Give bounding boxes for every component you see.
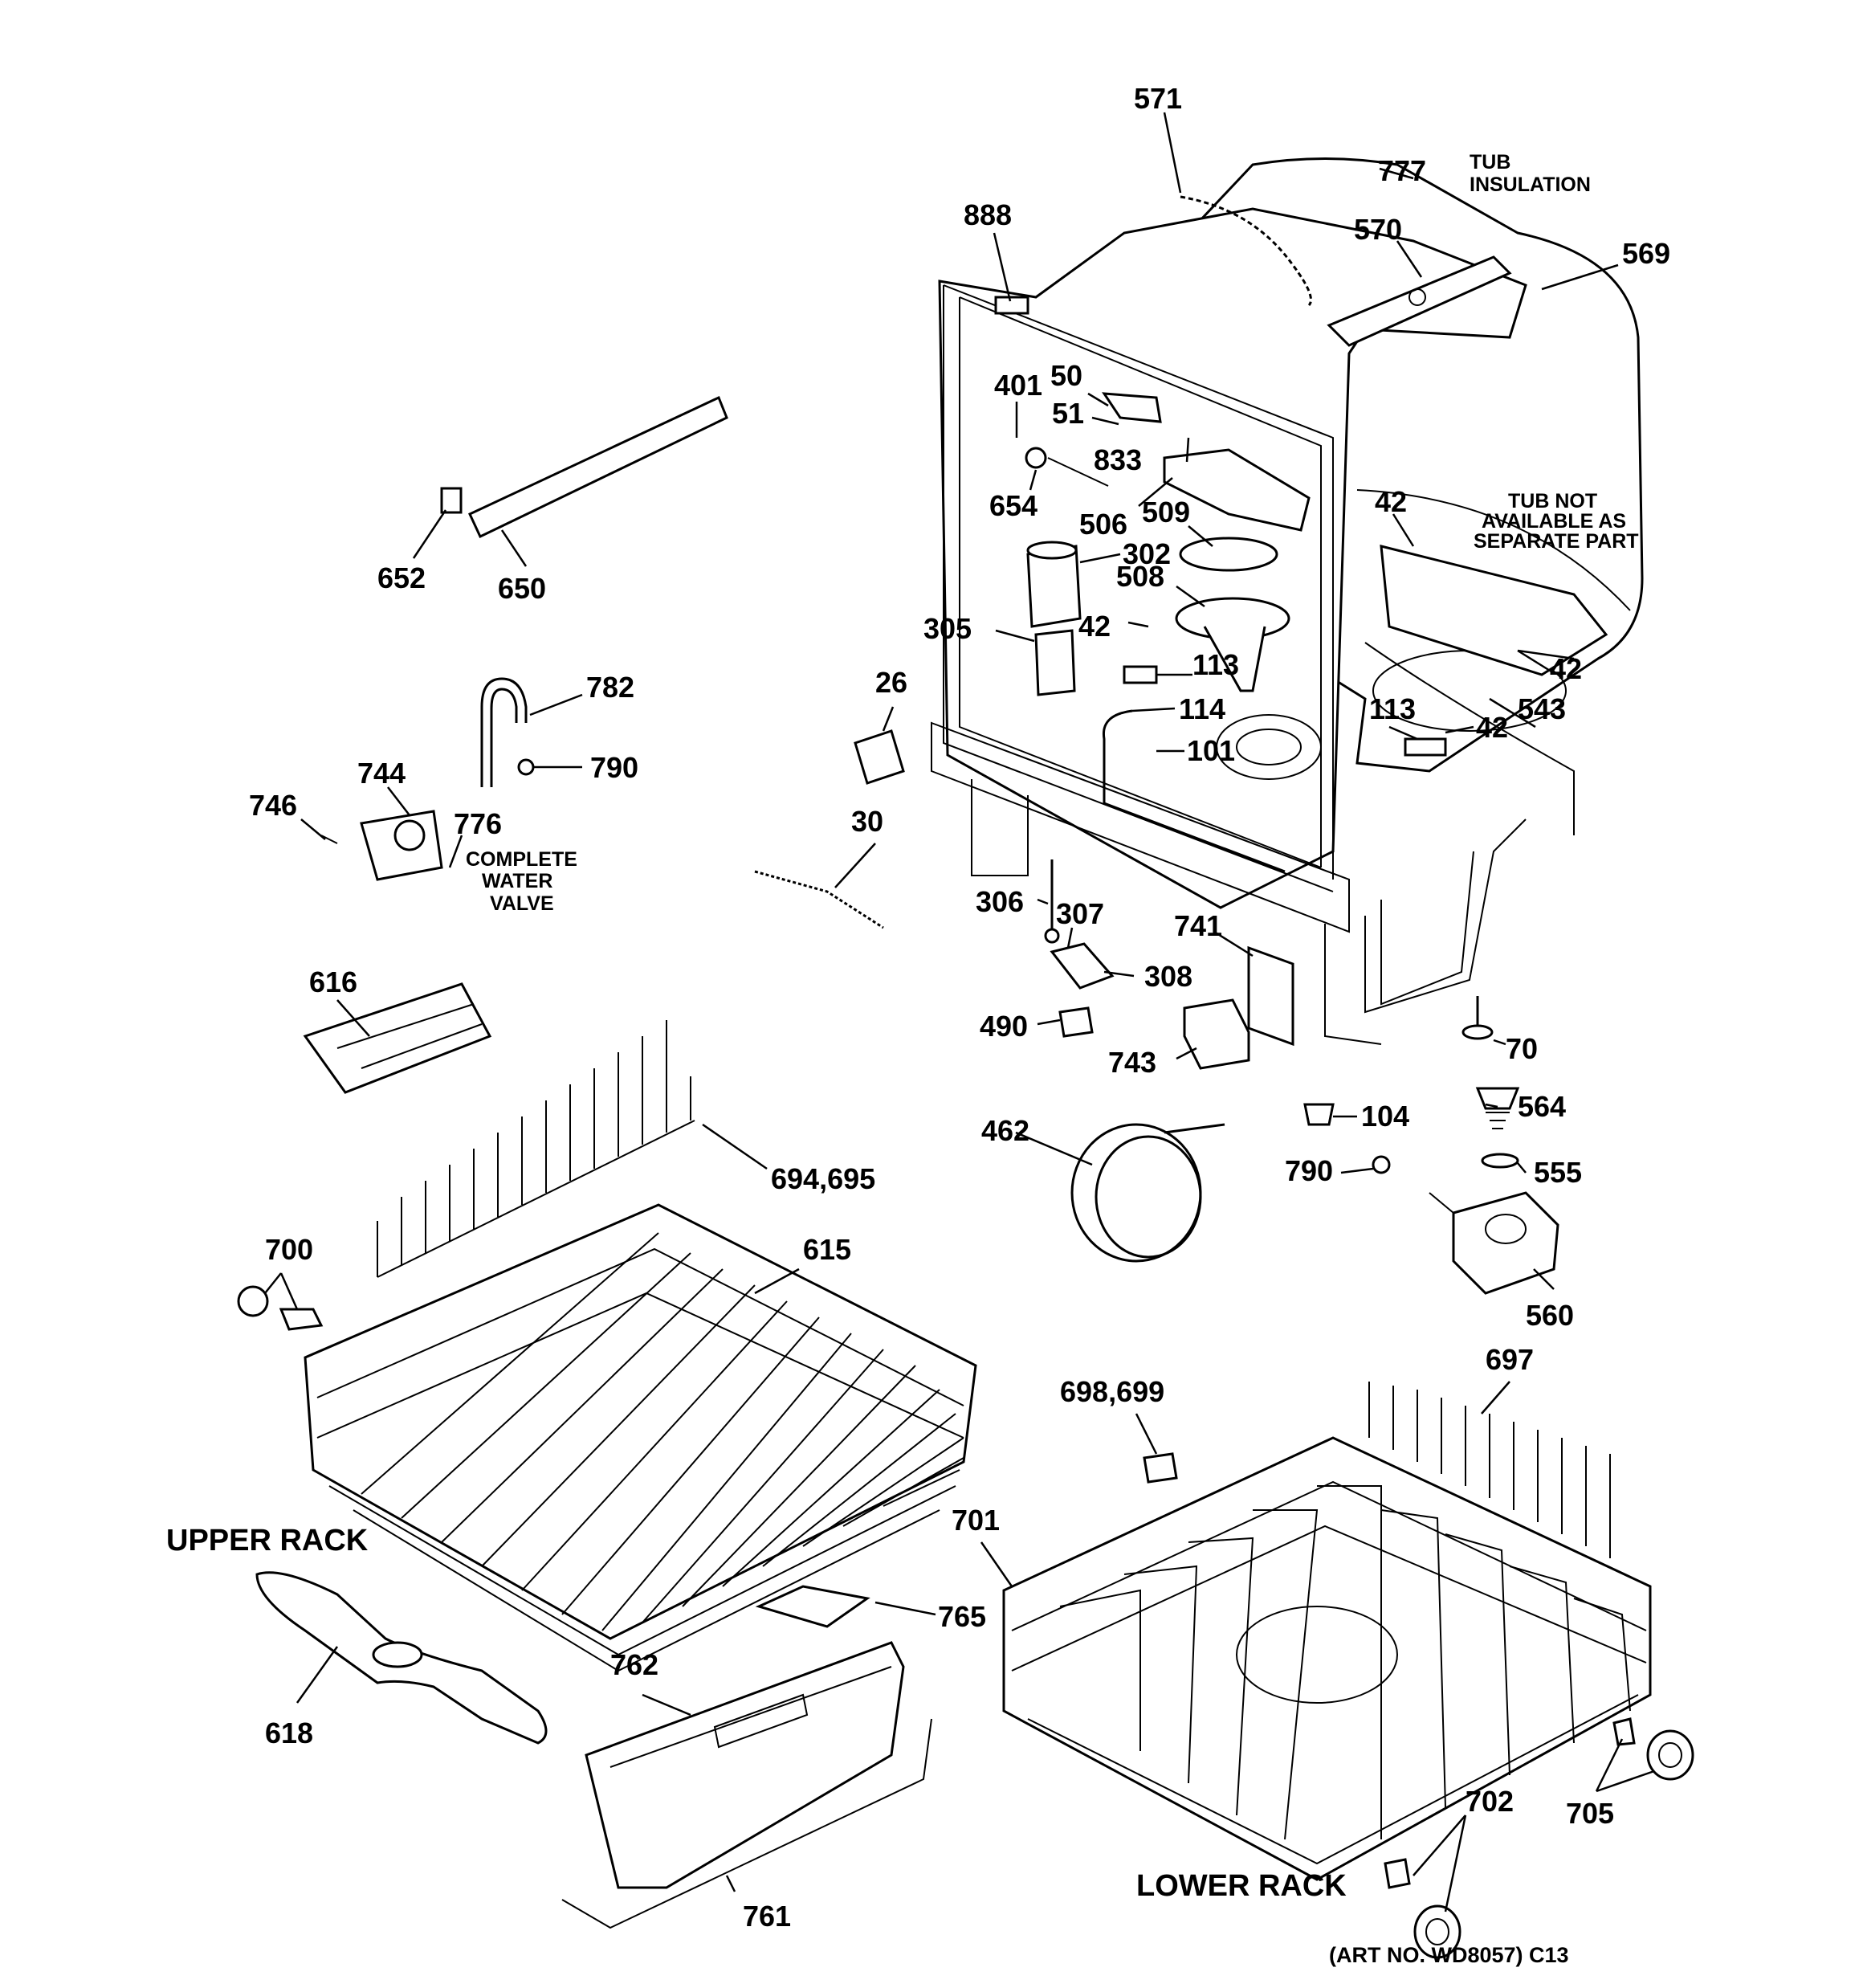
callout-104: 104 [1361,1100,1409,1133]
callout-790-a: 790 [590,751,638,784]
callout-306: 306 [976,885,1024,918]
tub-insulation-line1: TUB [1470,151,1510,173]
callout-490: 490 [980,1010,1028,1043]
valve-line3: VALVE [490,892,554,915]
callout-113-a: 113 [1192,648,1239,681]
callout-42-c: 42 [1550,652,1582,685]
callout-302: 302 [1123,537,1171,570]
leader-lines [264,112,1655,1912]
callout-697: 697 [1486,1343,1534,1376]
tub-assembly [931,157,1644,1045]
basket-cover [755,1585,870,1628]
callout-509: 509 [1142,496,1190,529]
section-upper-rack: UPPER RACK [166,1524,369,1557]
callout-654: 654 [989,489,1037,522]
callout-782: 782 [586,671,634,704]
callout-570: 570 [1354,213,1402,246]
callout-30: 30 [851,805,883,838]
callout-555: 555 [1534,1156,1582,1189]
callout-616: 616 [309,965,357,998]
callout-571: 571 [1134,82,1182,115]
callout-113-b: 113 [1369,692,1416,725]
callout-508: 508 [1116,560,1164,593]
callout-833: 833 [1094,443,1142,476]
art-number: (ART NO. WD8057) C13 [1329,1943,1569,1967]
callout-50: 50 [1050,359,1082,392]
callout-401: 401 [994,369,1042,402]
callout-700: 700 [265,1233,313,1266]
callout-564: 564 [1518,1090,1566,1123]
callout-744: 744 [357,757,406,790]
silverware-basket [561,1641,932,1929]
callout-26: 26 [875,666,907,699]
callout-746: 746 [249,789,297,822]
callout-42-d: 42 [1476,711,1508,744]
callout-776: 776 [454,807,502,840]
callout-701: 701 [952,1504,1000,1537]
loose-parts [237,395,1694,1959]
callout-560: 560 [1526,1299,1574,1332]
lower-rack [1002,1382,1652,1881]
callout-761: 761 [743,1900,791,1933]
callout-618: 618 [265,1717,313,1749]
callout-702: 702 [1466,1785,1514,1818]
callout-305: 305 [923,612,972,645]
tub-note-line3: SEPARATE PART [1474,530,1639,553]
callout-762: 762 [610,1648,658,1681]
callout-462: 462 [981,1114,1029,1147]
callout-888: 888 [964,198,1012,231]
callout-70: 70 [1506,1032,1538,1065]
callout-101: 101 [1187,734,1235,767]
callout-308: 308 [1144,960,1192,993]
callout-42-b: 42 [1375,485,1407,518]
valve-line2: WATER [482,870,552,892]
callout-694-695: 694,695 [771,1162,875,1195]
callout-543: 543 [1518,692,1566,725]
callout-615: 615 [803,1233,851,1266]
callout-790-b: 790 [1285,1154,1333,1187]
callout-506: 506 [1079,508,1127,541]
callout-777: 777 [1378,154,1426,187]
callout-698-699: 698,699 [1060,1375,1164,1408]
valve-line1: COMPLETE [466,848,577,871]
callout-652: 652 [377,561,426,594]
tub-note-line2: AVAILABLE AS [1482,510,1626,533]
callout-705: 705 [1566,1797,1614,1830]
callout-labels: 571 777 TUB INSULATION 888 570 569 401 5… [166,82,1670,1967]
callout-42-a: 42 [1078,610,1111,643]
upper-rack [304,1020,977,1672]
callout-765: 765 [938,1600,986,1633]
tub-note-line1: TUB NOT [1508,490,1597,512]
callout-743: 743 [1108,1046,1156,1079]
section-lower-rack: LOWER RACK [1136,1869,1347,1903]
callout-51: 51 [1052,397,1084,430]
callout-114: 114 [1179,692,1225,725]
spray-arm-hub [372,1641,423,1668]
callout-741: 741 [1174,909,1222,942]
tub-insulation-line2: INSULATION [1470,173,1591,196]
callout-569: 569 [1622,237,1670,270]
callout-650: 650 [498,572,546,605]
callout-307: 307 [1056,897,1104,930]
